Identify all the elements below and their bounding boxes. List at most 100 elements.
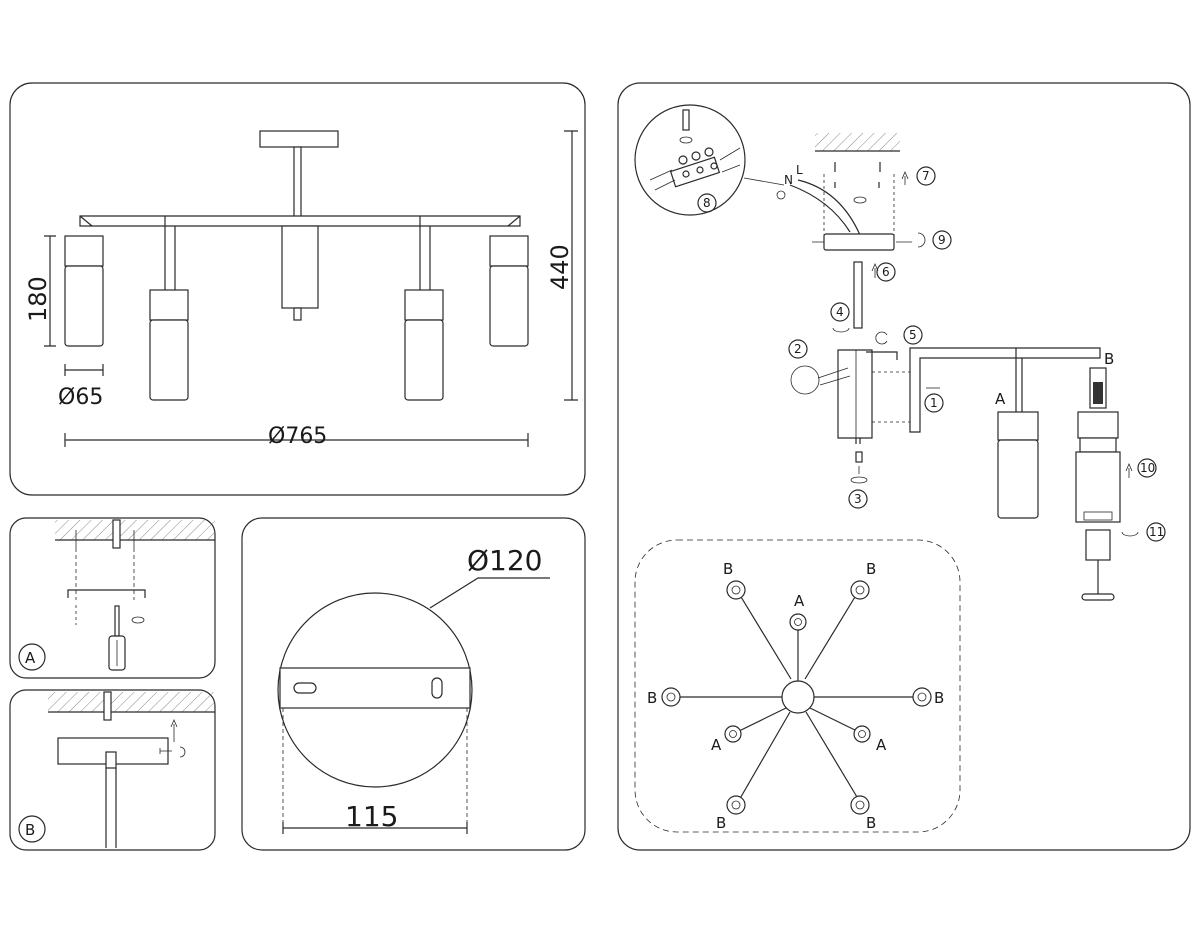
dim-765-label: Ø765 xyxy=(268,424,327,449)
svg-text:A: A xyxy=(794,592,805,610)
top-view-frame xyxy=(634,539,961,833)
dim-180-label: 180 xyxy=(24,276,52,322)
central-body xyxy=(281,225,319,309)
panel-b-badge xyxy=(18,815,46,843)
ceiling-hatch xyxy=(48,692,215,712)
svg-text:9: 9 xyxy=(938,233,946,247)
screwdriver-icon xyxy=(108,605,126,671)
canopy-circle xyxy=(277,592,473,788)
lamp-shade xyxy=(149,319,189,401)
step-badge-5 xyxy=(903,325,923,345)
svg-text:5: 5 xyxy=(909,328,917,342)
dim-line-765 xyxy=(64,433,529,447)
dimensions-panel: 180 440 Ø65 Ø765 xyxy=(9,82,586,496)
panel-b: B xyxy=(9,689,216,851)
terminal-block xyxy=(649,147,741,191)
rod xyxy=(853,261,863,329)
screw-rotate-icon xyxy=(179,746,186,758)
svg-text:B: B xyxy=(866,814,876,832)
svg-text:A: A xyxy=(711,736,722,754)
svg-text:A: A xyxy=(995,390,1006,408)
arm-end-b xyxy=(661,580,932,815)
plate-panel: Ø120 115 xyxy=(241,517,586,851)
assembly-panel: 8 N L 7 9 6 4 5 2 xyxy=(617,82,1191,851)
lamp-cap-a xyxy=(997,411,1039,441)
dim-440-label: 440 xyxy=(546,244,574,290)
step-badge-9 xyxy=(932,230,952,250)
step-badge-7 xyxy=(916,166,936,186)
step-badge-10 xyxy=(1137,458,1157,478)
svg-text:A: A xyxy=(876,736,887,754)
stem-rod xyxy=(293,146,302,222)
svg-text:2: 2 xyxy=(794,342,802,356)
panel-a-badge xyxy=(18,643,46,671)
dim-line-65 xyxy=(64,364,104,376)
dim-65-label: Ø65 xyxy=(58,385,103,410)
svg-text:4: 4 xyxy=(836,305,844,319)
svg-text:B: B xyxy=(716,814,726,832)
arm-drop-right xyxy=(419,216,431,290)
arm-bar xyxy=(79,215,521,227)
ceiling-hatch xyxy=(815,133,900,151)
svg-text:N: N xyxy=(784,173,793,187)
wire-detail-icon xyxy=(790,365,820,395)
lamp-cap xyxy=(489,235,529,267)
wires xyxy=(789,179,861,236)
slot-horizontal xyxy=(293,682,317,694)
stem xyxy=(105,768,117,848)
lamp-shade-a xyxy=(997,439,1039,519)
svg-text:A: A xyxy=(25,649,36,667)
dim-line-180 xyxy=(44,235,56,347)
center-hub xyxy=(781,680,815,714)
step-badge-4 xyxy=(830,302,850,322)
svg-text:7: 7 xyxy=(922,169,930,183)
mounting-plate xyxy=(279,667,471,709)
lamp-cap xyxy=(149,289,189,321)
lamp-cap xyxy=(64,235,104,267)
svg-text:B: B xyxy=(866,560,876,578)
dim-120-label: Ø120 xyxy=(467,544,542,577)
svg-text:10: 10 xyxy=(1140,461,1155,475)
mounting-bracket xyxy=(67,589,146,598)
ceiling-hatch xyxy=(55,520,215,540)
svg-text:B: B xyxy=(723,560,733,578)
step-badge-1 xyxy=(924,393,944,413)
lamp-shade xyxy=(64,265,104,347)
dim-line-115 xyxy=(282,822,468,834)
step-badge-3 xyxy=(848,489,868,509)
central-body xyxy=(837,349,873,439)
svg-text:8: 8 xyxy=(703,196,711,210)
lamp-shade xyxy=(489,265,529,347)
step-badge-6 xyxy=(876,262,896,282)
step-badge-11 xyxy=(1146,522,1166,542)
leader-120 xyxy=(429,577,550,609)
svg-text:B: B xyxy=(934,689,944,707)
dim-115-label: 115 xyxy=(345,800,398,833)
step-badge-8 xyxy=(697,193,717,213)
arm-end-a xyxy=(724,613,871,743)
screwdriver-icon xyxy=(682,109,690,131)
arm-drop-left xyxy=(164,216,176,290)
panel-frame xyxy=(9,82,586,496)
dim-line-440 xyxy=(564,130,578,401)
bulb xyxy=(1085,529,1111,561)
arm-detail xyxy=(909,347,1101,433)
lamp-cap-b xyxy=(1077,411,1119,439)
svg-text:B: B xyxy=(25,821,35,839)
ceiling-canopy xyxy=(259,130,339,148)
lamp-cap xyxy=(404,289,444,321)
svg-text:1: 1 xyxy=(930,396,938,410)
step-badge-2 xyxy=(788,339,808,359)
canopy xyxy=(823,233,895,251)
svg-text:3: 3 xyxy=(854,492,862,506)
lamp-shade-b xyxy=(1075,451,1121,523)
slot-vertical xyxy=(431,677,443,699)
svg-text:B: B xyxy=(647,689,657,707)
svg-text:11: 11 xyxy=(1149,525,1164,539)
panel-a: A xyxy=(9,517,216,679)
svg-text:B: B xyxy=(1104,350,1114,368)
top-view xyxy=(661,580,932,815)
svg-text:6: 6 xyxy=(882,265,890,279)
lamp-shade xyxy=(404,319,444,401)
